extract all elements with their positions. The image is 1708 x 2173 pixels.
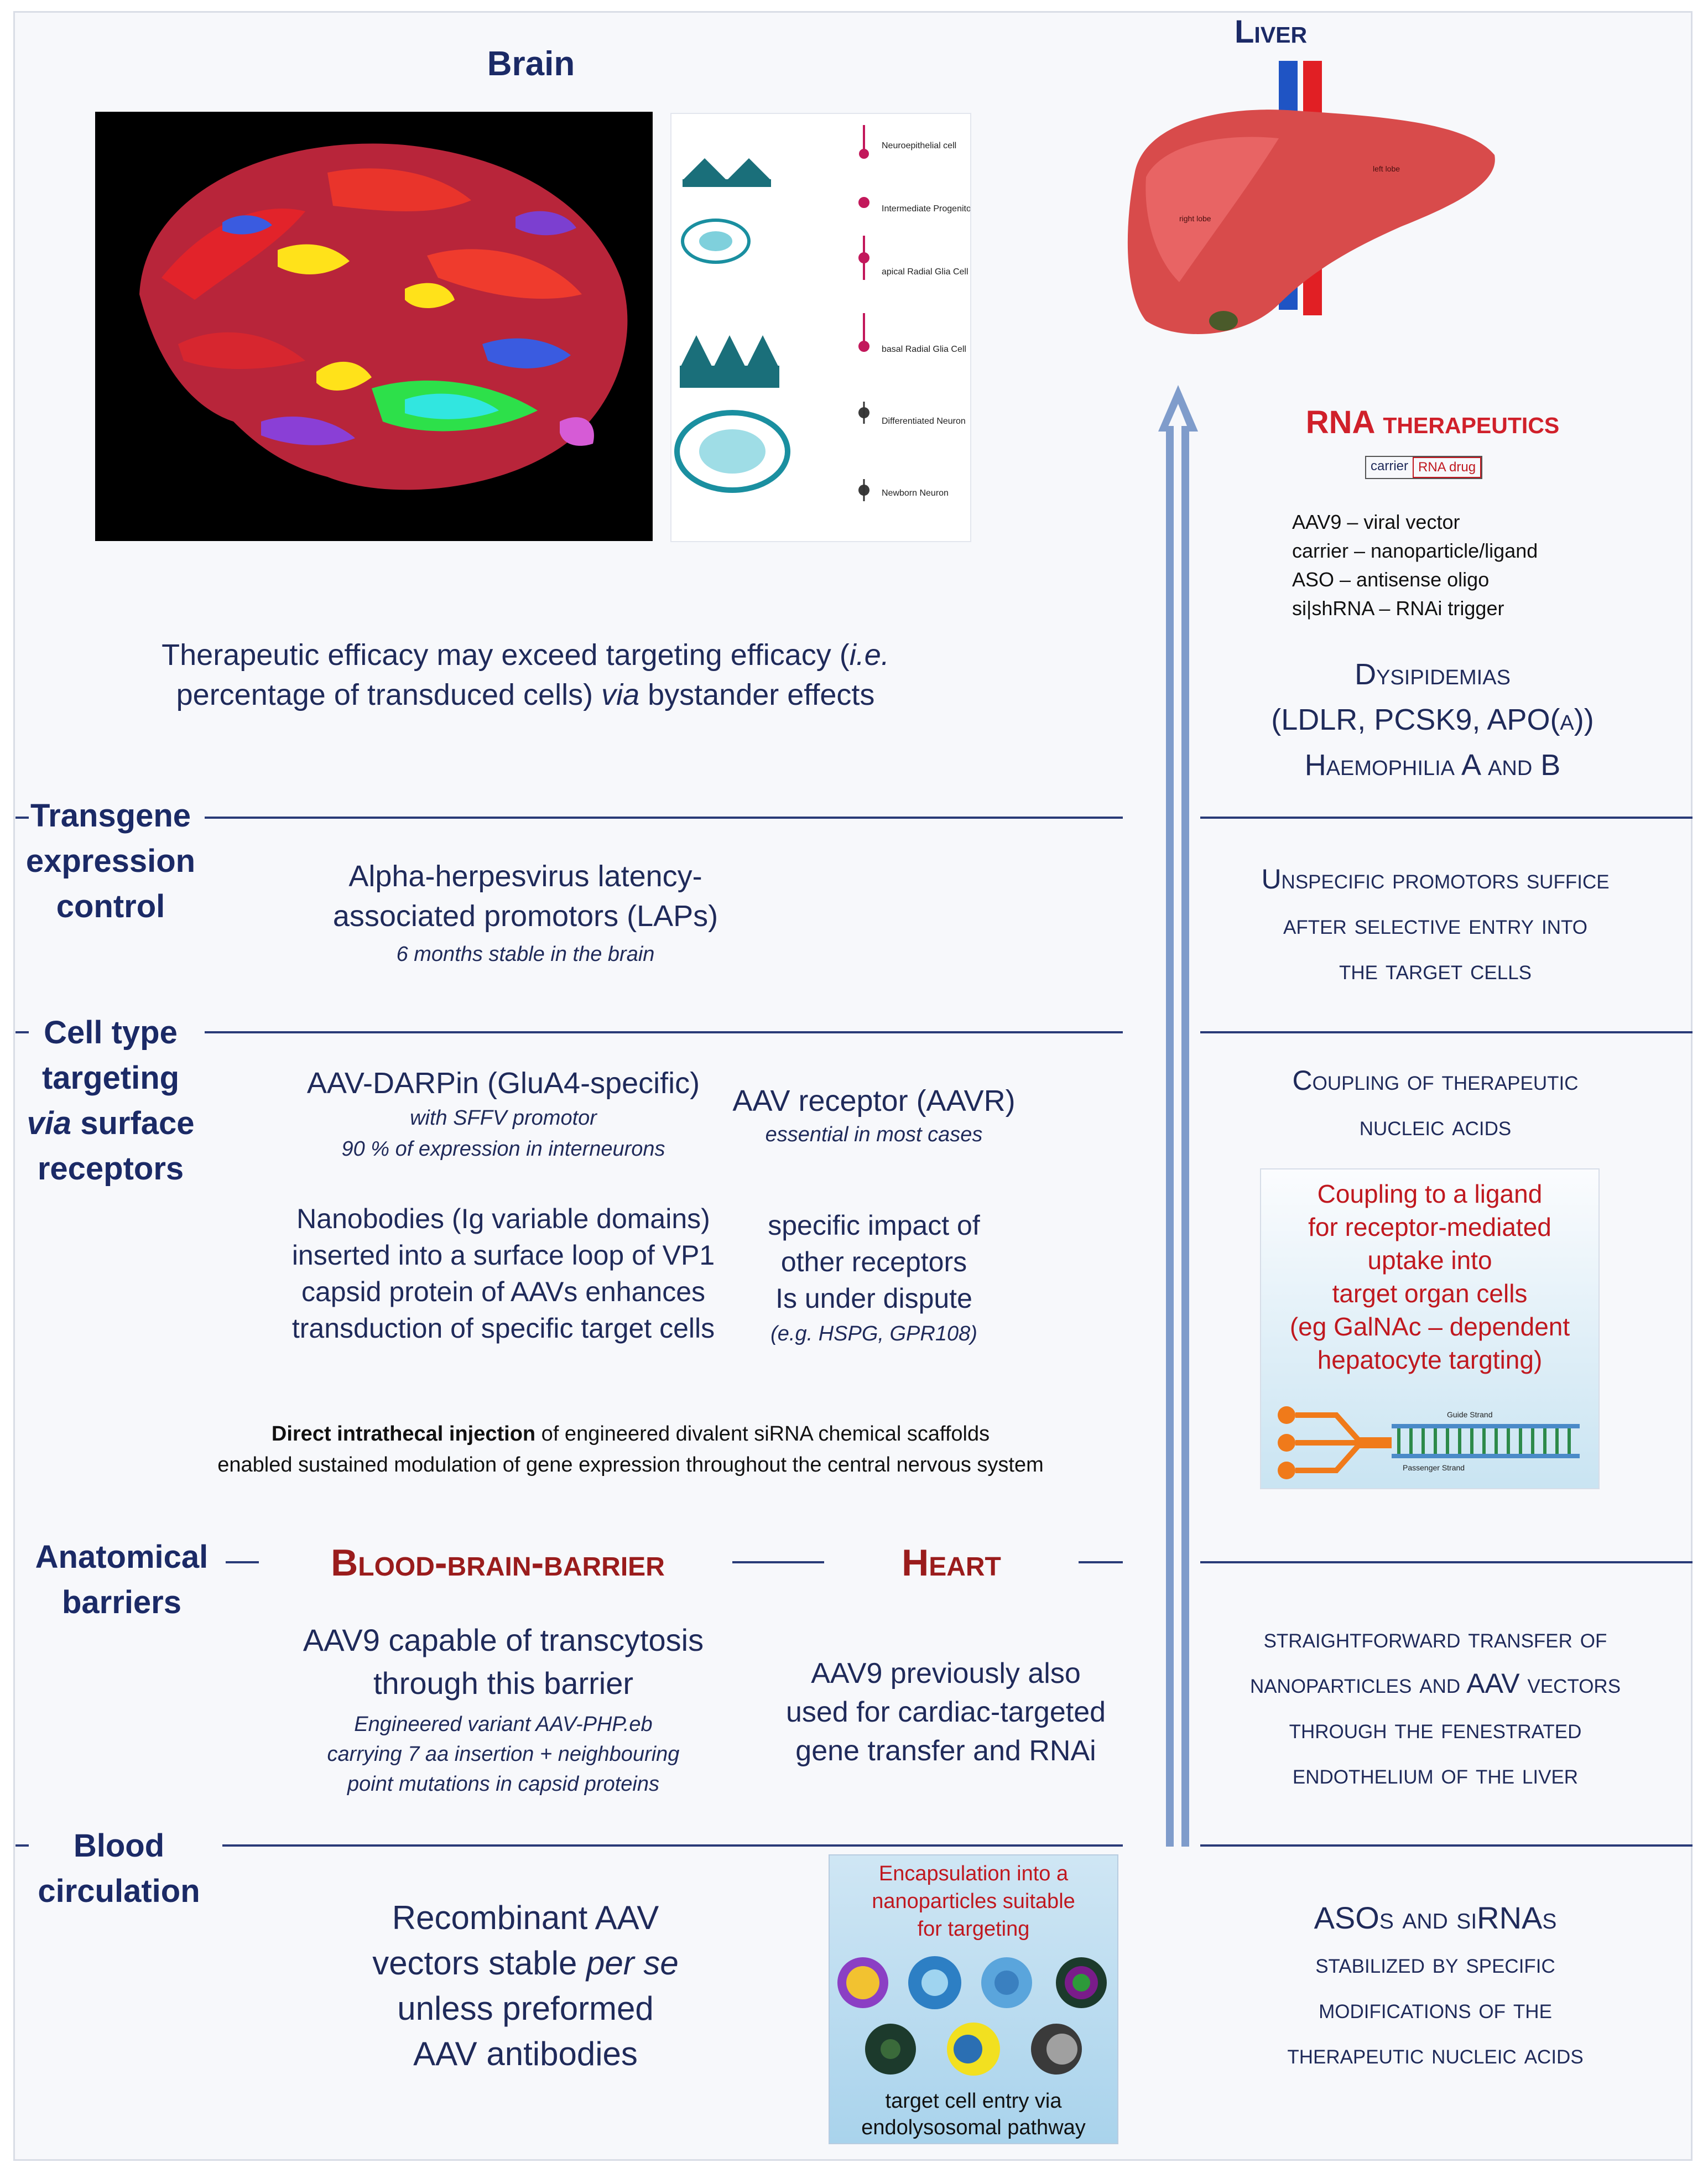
efficacy-text: Therapeutic efficacy may exceed targetin… (162, 638, 889, 711)
liver-left-lobe: left lobe (1373, 164, 1400, 173)
nanoparticles-drawing (837, 1956, 1107, 2076)
transgene-liver-text: Unspecific promotors suffice after selec… (1261, 864, 1610, 985)
heart-title: Heart (902, 1542, 1001, 1584)
vertical-arrow (1158, 385, 1198, 1847)
cell-types-panel: Neuroepithelial cell Intermediate Progen… (670, 113, 992, 542)
cell-label-4: Differentiated Neuron (882, 417, 966, 426)
encapsulation-box: Encapsulation into a nanoparticles suita… (829, 1854, 1118, 2144)
bbb-note: Engineered variant AAV-PHP.eb carrying 7… (327, 1713, 680, 1796)
carrier-tag: carrier (1371, 459, 1409, 474)
galnac-sirna-drawing: Guide Strand Passenger Strand (1278, 1406, 1580, 1479)
darpin-text: AAV-DARPin (GluA4-specific) (306, 1067, 700, 1100)
darpin-note-2: 90 % of expression in interneurons (341, 1137, 665, 1161)
rule-celltype-right (1200, 1031, 1693, 1033)
rule-blood (222, 1844, 1123, 1847)
rule-anatomical-right (1200, 1561, 1693, 1563)
intrathecal-text: Direct intrathecal injection of engineer… (217, 1422, 1044, 1477)
coupling-liver-text: Coupling of therapeutic nucleic acids (1292, 1065, 1579, 1141)
rna-def: carrier – nanoparticle/ligand (1292, 539, 1538, 562)
nanobodies-text: Nanobodies (Ig variable domains) inserte… (291, 1203, 715, 1344)
anatomical-liver-text: straightforward transfer of nanoparticle… (1249, 1623, 1621, 1790)
rule-transgene-right (1200, 817, 1693, 819)
transgene-text: Alpha-herpesvirus latency- associated pr… (332, 860, 718, 933)
aavr-text: AAV receptor (AAVR) (732, 1084, 1016, 1117)
bbb-title: Blood-brain-barrier (331, 1542, 665, 1584)
transgene-note: 6 months stable in the brain (396, 943, 655, 966)
rule-anatomical-b (732, 1561, 824, 1563)
rule-tick (15, 1844, 29, 1847)
darpin-note-1: with SFFV promotor (410, 1106, 597, 1130)
heart-text: AAV9 previously also used for cardiac-ta… (785, 1657, 1106, 1767)
specific-impact-text: specific impact of other receptors Is un… (768, 1210, 980, 1314)
blood-aav-text: Recombinant AAV vectors stable per se un… (372, 1899, 679, 2072)
coupling-box: Coupling to a ligand for receptor-mediat… (1260, 1168, 1600, 1489)
rna-title: RNA therapeutics (1305, 404, 1560, 440)
brain-image (95, 112, 653, 541)
rule-tick (15, 817, 29, 819)
cell-label-2: apical Radial Glia Cell (882, 267, 968, 277)
blood-liver-text: ASOs and siRNAs stabilized by specific m… (1287, 1900, 1584, 2070)
specific-impact-note: (e.g. HSPG, GPR108) (770, 1322, 977, 1345)
rule-tick (15, 1031, 29, 1033)
carrier-drug-tag: carrier RNA drug (1365, 456, 1483, 479)
rna-definitions: AAV9 – viral vector carrier – nanopartic… (1292, 508, 1538, 623)
label-blood: Blood circulation (38, 1828, 200, 1909)
rule-transgene (205, 817, 1123, 819)
cell-label-1: Intermediate Progenitor Cell (882, 204, 970, 214)
cell-label-5: Newborn Neuron (882, 488, 949, 498)
liver-image: right lobe left lobe (1127, 61, 1495, 334)
drug-tag: RNA drug (1413, 457, 1482, 478)
rule-blood-right (1200, 1844, 1693, 1847)
label-anatomical: Anatomical barriers (35, 1539, 209, 1620)
brain-title: Brain (487, 45, 575, 83)
bbb-text: AAV9 capable of transcytosis through thi… (303, 1623, 704, 1701)
rna-indications: Dysipidemias (LDLR, PCSK9, APO(a)) Haemo… (1271, 658, 1594, 782)
rna-def: ASO – antisense oligo (1292, 568, 1490, 591)
passenger-strand-label: Passenger Strand (1403, 1463, 1465, 1472)
cell-types-drawing: Neuroepithelial cell Intermediate Progen… (674, 125, 992, 501)
rna-def: AAV9 – viral vector (1292, 511, 1460, 533)
label-celltype: Cell type targeting via surface receptor… (27, 1015, 195, 1187)
label-transgene: Transgene expression control (25, 798, 196, 924)
liver-title: Liver (1235, 14, 1308, 50)
liver-right-lobe: right lobe (1179, 214, 1211, 223)
encapsulation-bottom-text: target cell entry via endolysosomal path… (861, 2089, 1086, 2139)
aavr-note: essential in most cases (765, 1123, 983, 1146)
rule-celltype (205, 1031, 1123, 1033)
rule-anatomical-c (1079, 1561, 1123, 1563)
cell-label-0: Neuroepithelial cell (882, 141, 956, 150)
cell-label-3: basal Radial Glia Cell (882, 345, 966, 354)
rna-def: si|shRNA – RNAi trigger (1292, 597, 1504, 620)
rule-anatomical-a (226, 1561, 259, 1563)
guide-strand-label: Guide Strand (1447, 1410, 1493, 1419)
